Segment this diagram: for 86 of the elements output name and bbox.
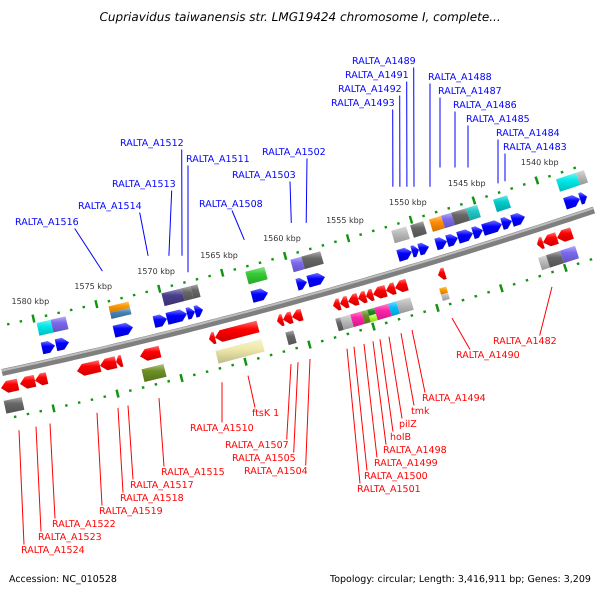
leader-line [539,286,552,336]
leader-line [181,149,182,256]
leader-line [306,158,308,224]
gene-label: RALTA_A1513 [112,179,176,190]
gene-label: RALTA_A1514 [78,201,142,212]
leader-line [286,364,292,440]
gene-label: RALTA_A1490 [456,350,520,361]
gene-label: RALTA_A1485 [466,114,530,125]
leader-line [293,362,298,453]
gene-label: RALTA_A1504 [244,466,308,477]
leader-line [346,348,360,484]
scale-label: 1560 kbp [263,232,301,244]
leader-line [454,111,456,168]
gene-label: RALTA_A1491 [345,70,409,81]
leader-line [139,212,149,256]
gene-label: RALTA_A1493 [331,98,395,109]
gene-label: RALTA_A1488 [428,72,492,83]
gene-label: RALTA_A1483 [503,142,567,153]
leader-line [158,398,164,467]
leader-line [305,358,310,466]
gene-label: RALTA_A1519 [99,506,163,517]
scale-label: 1555 kbp [326,215,364,226]
leader-line [380,338,394,432]
gene-label: RALTA_A1515 [161,467,225,478]
gene-label: RALTA_A1512 [120,138,184,149]
gene-label: RALTA_A1508 [199,199,263,210]
gene-label: RALTA_A1507 [225,440,289,451]
gene-label: RALTA_A1486 [453,100,517,111]
leader-line [18,430,24,545]
gene-label: tmk [411,406,430,417]
leader-line [128,405,134,480]
leader-line [504,153,506,182]
gene-label: ftsK 1 [252,408,280,419]
leader-line [74,228,103,272]
footer-text: Topology: circular; Length: 3,416,911 bp; Genes: 3,209 [330,574,591,585]
gene-label: RALTA_A1505 [232,453,296,464]
gene-label: pilZ [399,419,417,430]
leader-line [399,95,400,188]
leader-line [290,181,292,224]
gene-label: RALTA_A1494 [422,393,486,404]
leader-line [452,318,470,350]
scale-label: 1540 kbp [520,157,559,168]
gene-label: RALTA_A1499 [374,458,438,469]
gene-label: RALTA_A1511 [186,154,250,165]
leader-line [400,332,414,406]
gene-label: RALTA_A1502 [262,147,326,158]
leader-line [354,346,368,471]
gene-label: RALTA_A1523 [38,532,102,543]
gene-label: RALTA_A1500 [364,471,428,482]
title: Cupriavidus taiwanensis str. LMG19424 chromosome I, complete... [100,10,501,24]
gene-label: RALTA_A1522 [52,519,116,530]
leader-line [406,81,408,188]
gene-label: RALTA_A1489 [352,56,416,67]
gene-label: RALTA_A1516 [15,217,79,228]
leader-line [248,375,256,408]
gene-label: RALTA_A1487 [438,86,502,97]
leader-line [118,407,124,493]
gene-label: RALTA_A1492 [338,84,402,95]
gene-label: RALTA_A1518 [120,493,184,504]
leader-line [232,210,245,240]
scale-label: 1580 kbp [12,296,50,307]
leader-line [388,336,402,419]
gene-label: RALTA_A1524 [21,545,85,556]
gene-label: RALTA_A1482 [493,336,557,347]
gene-label: RALTA_A1510 [190,423,254,434]
scale-label: 1550 kbp [389,196,427,208]
leader-line [168,190,172,256]
gene-label: RALTA_A1484 [496,128,560,139]
gene-label: RALTA_A1501 [357,484,421,495]
leader-line [412,330,426,393]
leader-line [364,343,378,458]
gene-label: RALTA_A1517 [130,480,194,491]
scale-label: 1575 kbp [74,281,112,292]
leader-line [50,423,56,519]
footer-text: Accession: NC_010528 [9,574,117,585]
leader-line [96,412,102,506]
leader-line [392,109,394,188]
leader-line [36,426,42,532]
leader-line [413,67,414,188]
scale-label: 1545 kbp [448,178,486,188]
gene-label: holB [390,432,411,443]
scale-label: 1570 kbp [137,266,175,277]
scale-label: 1565 kbp [200,250,238,261]
leader-line [372,340,386,445]
gene-label: RALTA_A1503 [232,170,296,181]
gene-label: RALTA_A1498 [383,445,447,456]
